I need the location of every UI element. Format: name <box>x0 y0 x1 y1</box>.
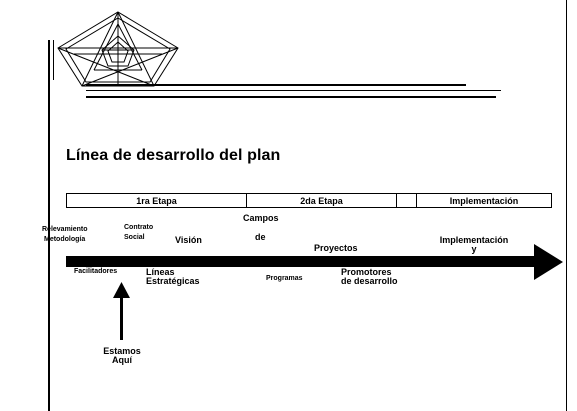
label-metodologia: Metodología <box>44 236 86 243</box>
label-proyectos: Proyectos <box>314 243 358 253</box>
label-implementacion-control: Implementación y control <box>439 235 509 266</box>
label-relevamiento: Relevamiento <box>42 226 88 233</box>
timeline-arrow-head <box>534 244 563 280</box>
pentagon-emblem-logo <box>57 11 179 87</box>
label-contrato: Contrato Social <box>124 224 154 242</box>
pointer-arrow-shaft <box>120 296 123 340</box>
label-estamos-aqui: Estamos Aquí <box>103 346 141 366</box>
label-campos: Campos de <box>243 213 279 243</box>
stage-3: Implementación <box>449 195 519 206</box>
header-rule-2 <box>86 90 501 91</box>
label-promotores: Promotores de desarrollo <box>341 267 398 287</box>
stage-1: 1ra Etapa <box>67 194 247 207</box>
pointer-arrow-head <box>113 282 130 298</box>
label-vision: Visión <box>175 235 202 245</box>
label-facilitadores: Facilitadores <box>74 268 118 275</box>
label-programas: Programas <box>266 275 303 282</box>
stage-header-bar: 1ra Etapa 2da Etapa Implementación <box>66 193 552 208</box>
header-rule-3 <box>86 96 496 98</box>
left-vertical-rule <box>48 40 50 411</box>
header-rule-1 <box>86 84 466 86</box>
stage-spacer <box>397 194 417 207</box>
label-lineas-estrategicas: Líneas Estratégicas <box>146 267 200 287</box>
diagram-title: Línea de desarrollo del plan <box>66 147 281 164</box>
timeline-arrow-shaft <box>66 256 536 267</box>
right-vertical-rule <box>566 0 567 411</box>
left-vertical-rule-thin <box>53 40 54 80</box>
stage-2: 2da Etapa <box>247 194 397 207</box>
